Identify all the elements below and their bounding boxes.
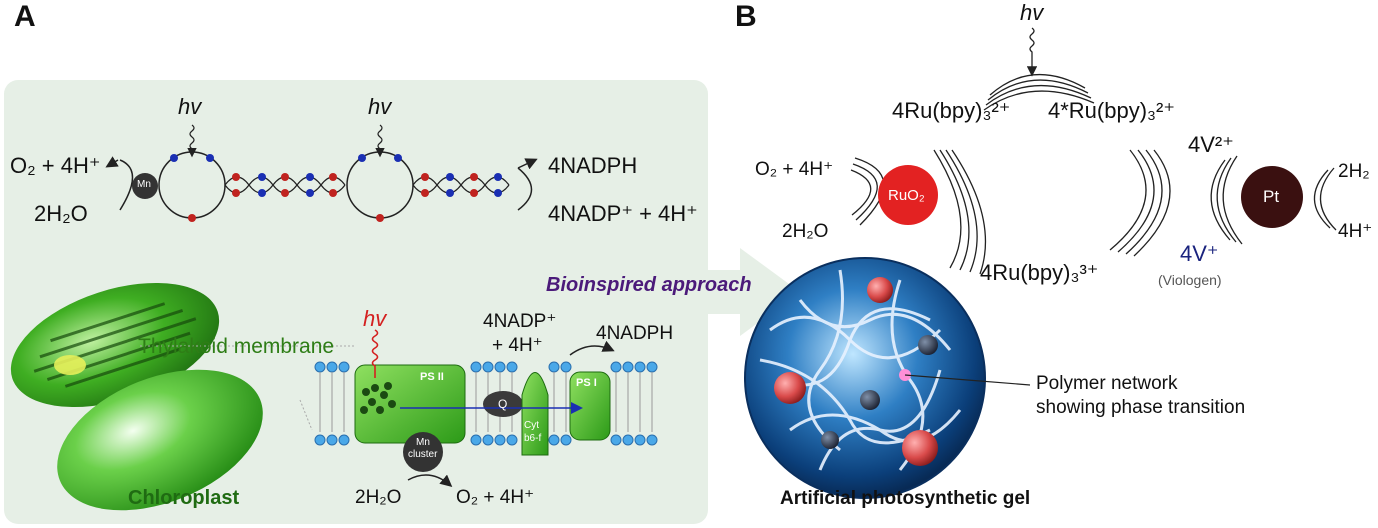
chloroplast-bottom [57, 369, 263, 511]
mn-cluster [403, 432, 443, 472]
ps2-label: PS II [420, 371, 444, 383]
water-bottom-label: 2H₂O [355, 487, 402, 508]
o2-product: O₂ + 4H⁺ [10, 153, 101, 178]
viologen-oxidized-label: 4V²⁺ [1188, 132, 1234, 157]
wavy-arrow-icon [187, 124, 197, 158]
water-label: 2H₂O [782, 221, 829, 242]
chloroplast-label: Chloroplast [128, 487, 240, 509]
h2-label: 2H₂ [1338, 161, 1370, 182]
wavy-arrow-icon [1026, 27, 1038, 77]
ru-oxidized-label: 4Ru(bpy)₃³⁺ [980, 260, 1099, 285]
viologen-reduced-label: 4V⁺ [1180, 241, 1219, 266]
pt-catalyst [1241, 166, 1303, 228]
mn-cluster-label-2: cluster [408, 449, 438, 460]
membrane [140, 345, 658, 446]
mn-label: Mn [137, 179, 151, 190]
ruo2-catalyst [878, 165, 938, 225]
nadp-top-label: 4NADP⁺ [483, 311, 557, 332]
hv-label: hv [363, 306, 387, 331]
hv-label: hv [178, 94, 202, 119]
thylakoid-label: Thylakoid membrane [138, 335, 335, 358]
mn-cluster-label: Mn [416, 437, 430, 448]
o2-bottom-label: O₂ + 4H⁺ [456, 487, 535, 508]
cyt-label: Cyt [524, 420, 539, 431]
q-carrier [483, 391, 523, 417]
bioinspired-arrow-shape [540, 248, 800, 336]
ru-excited-label: 4*Ru(bpy)₃²⁺ [1048, 98, 1175, 123]
hv-label: hv [1020, 0, 1044, 25]
cyt-label-2: b6-f [524, 433, 542, 444]
nadp-reactant: 4NADP⁺ + 4H⁺ [548, 201, 698, 226]
panel-a-label: A [14, 0, 36, 33]
gel-label: Artificial photosynthetic gel [780, 488, 1031, 509]
cyt-b6f-protein [521, 372, 549, 456]
ps2-pigments [360, 382, 396, 414]
electron-dots [170, 154, 502, 222]
pt-label: Pt [1263, 187, 1280, 206]
ruo2-label: RuO₂ [888, 187, 925, 204]
nadph-top-label: 4NADPH [596, 323, 674, 344]
polymer-network-label: Polymer network [1036, 373, 1178, 394]
viologen-label: (Viologen) [1158, 272, 1222, 288]
bioinspired-label: Bioinspired approach [546, 274, 752, 296]
mn-circle [132, 173, 158, 199]
h-plus-label: 4H⁺ [1338, 221, 1373, 242]
callout-line [904, 374, 1031, 386]
ps1-protein [569, 371, 611, 441]
wavy-arrow-icon [375, 124, 385, 158]
ps1-label: PS I [576, 377, 597, 389]
nadp-top-label-2: + 4H⁺ [492, 335, 543, 356]
wavy-arrow-icon [371, 329, 379, 378]
o2-label: O₂ + 4H⁺ [755, 159, 834, 180]
ru-left-label: 4Ru(bpy)₃²⁺ [892, 98, 1011, 123]
nadph-product: 4NADPH [548, 153, 638, 178]
q-label: Q [498, 397, 508, 411]
water-reactant: 2H₂O [34, 201, 88, 226]
hv-label: hv [368, 94, 392, 119]
polymer-network-label-2: showing phase transition [1036, 397, 1246, 418]
panel-b-label: B [735, 0, 757, 33]
